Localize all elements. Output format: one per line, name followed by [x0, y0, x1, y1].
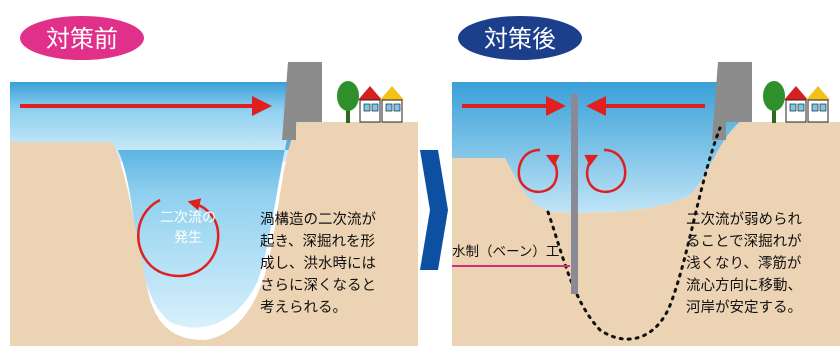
- after-previous-scour-outline: [546, 126, 722, 341]
- before-ground-left: [10, 142, 205, 346]
- before-circulation-arrow: [137, 198, 220, 278]
- after-circulation-right-arrow: [584, 148, 627, 193]
- before-description-line-1: 渦構造の二次流が: [260, 211, 376, 228]
- after-description-line-4: 流心方向に移動、: [686, 277, 802, 294]
- after-description-line-3: 浅くなり、澪筋が: [686, 255, 802, 272]
- after-levee-wall: [712, 62, 752, 140]
- vane-label: 水制（ベーン）工: [452, 244, 559, 260]
- house-icon: [358, 86, 404, 123]
- after-description-line-5: 河岸が安定する。: [686, 299, 802, 316]
- before-ground-right: [10, 122, 418, 346]
- before-title-badge: [20, 16, 144, 60]
- after-circulation-left-arrow: [517, 148, 560, 193]
- before-description-line-4: さらに深くなると: [260, 277, 376, 294]
- before-description-line-5: 考えられる。: [260, 299, 347, 316]
- before-title: 対策前: [46, 25, 118, 53]
- vane-pole: [571, 94, 578, 294]
- after-description-line-2: ることで深掘れが: [686, 233, 802, 250]
- after-water: [452, 82, 740, 213]
- after-title: 対策後: [484, 25, 556, 53]
- before-circulation-label-1: 二次流の: [160, 210, 216, 226]
- before-description-line-2: 起き、深掘れを形: [260, 233, 375, 250]
- before-description-line-3: 成し、洪水時には: [260, 255, 376, 272]
- before-scour-water: [118, 120, 292, 328]
- before-circulation-label-2: 発生: [174, 230, 202, 246]
- house-icon: [784, 86, 830, 123]
- after-panel: 対策後 水制（ベーン）工 二次流が弱められ ることで深掘れが 浅くなり、澪筋が …: [452, 16, 840, 346]
- tree-icon: [763, 81, 785, 123]
- transition-arrow-icon: [420, 150, 448, 270]
- before-panel: 二次流の 発生 対策前 渦構造の二次流が 起き、深掘れを形 成し、洪水時には さ…: [10, 16, 418, 346]
- before-levee-wall: [282, 62, 322, 140]
- after-title-badge: [458, 16, 582, 60]
- after-ground: [452, 122, 840, 346]
- after-description-line-1: 二次流が弱められ: [686, 211, 802, 228]
- tree-icon: [337, 81, 359, 123]
